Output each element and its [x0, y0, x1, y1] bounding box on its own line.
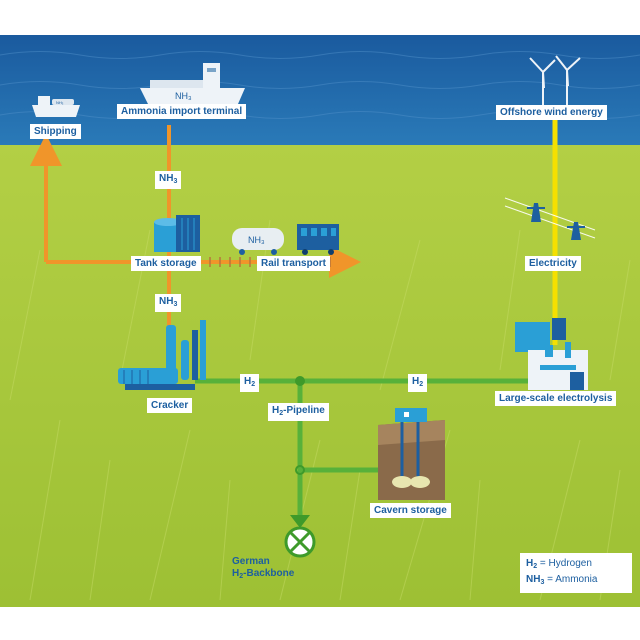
label-h2-left: H2	[240, 374, 260, 392]
label-electricity: Electricity	[525, 256, 581, 271]
ammonia-tanker-ship: NH₃	[140, 63, 245, 104]
legend: H2 = Hydrogen NH3 = Ammonia	[520, 553, 632, 593]
label-cavern-storage: Cavern storage	[370, 503, 451, 518]
pipeline-valve-lower	[295, 465, 305, 475]
label-offshore-wind: Offshore wind energy	[496, 105, 607, 120]
label-rail-transport: Rail transport	[257, 256, 331, 271]
legend-ammonia: NH3 = Ammonia	[526, 574, 598, 586]
tank-storage-icon	[154, 215, 200, 252]
legend-hydrogen: H2 = Hydrogen	[526, 558, 592, 570]
ship-nh3-tag: NH₃	[56, 100, 64, 105]
terminal-nh3-tag: NH₃	[175, 91, 192, 101]
label-cracker: Cracker	[147, 398, 193, 413]
label-shipping: Shipping	[30, 124, 81, 139]
backbone-valve-icon	[284, 526, 316, 558]
electrolysis-plant-icon	[515, 318, 588, 390]
label-ammonia-import-terminal: Ammonia import terminal	[117, 104, 247, 119]
label-nh3-lower: NH3	[155, 294, 182, 312]
label-h2-right: H2	[408, 374, 428, 392]
label-tank-storage: Tank storage	[131, 256, 201, 271]
label-german-backbone: German H2-Backbone	[232, 556, 295, 580]
cracker-icon	[118, 320, 206, 390]
railcar-nh3-tag: NH₃	[248, 235, 265, 245]
power-pylons	[504, 197, 596, 239]
label-electrolysis: Large-scale electrolysis	[495, 391, 617, 406]
wind-turbines	[529, 55, 581, 108]
rail-cars: NH₃	[232, 224, 339, 255]
label-nh3-upper: NH3	[155, 171, 182, 189]
sea-area	[0, 35, 640, 145]
shipping-vessel: NH₃	[32, 96, 80, 117]
pipeline-arrow	[290, 515, 310, 528]
pipeline-valve	[295, 376, 305, 386]
cavern-storage-icon	[378, 408, 445, 500]
pylon-icons	[527, 203, 585, 240]
label-h2-pipeline: H2-Pipeline	[268, 403, 329, 421]
